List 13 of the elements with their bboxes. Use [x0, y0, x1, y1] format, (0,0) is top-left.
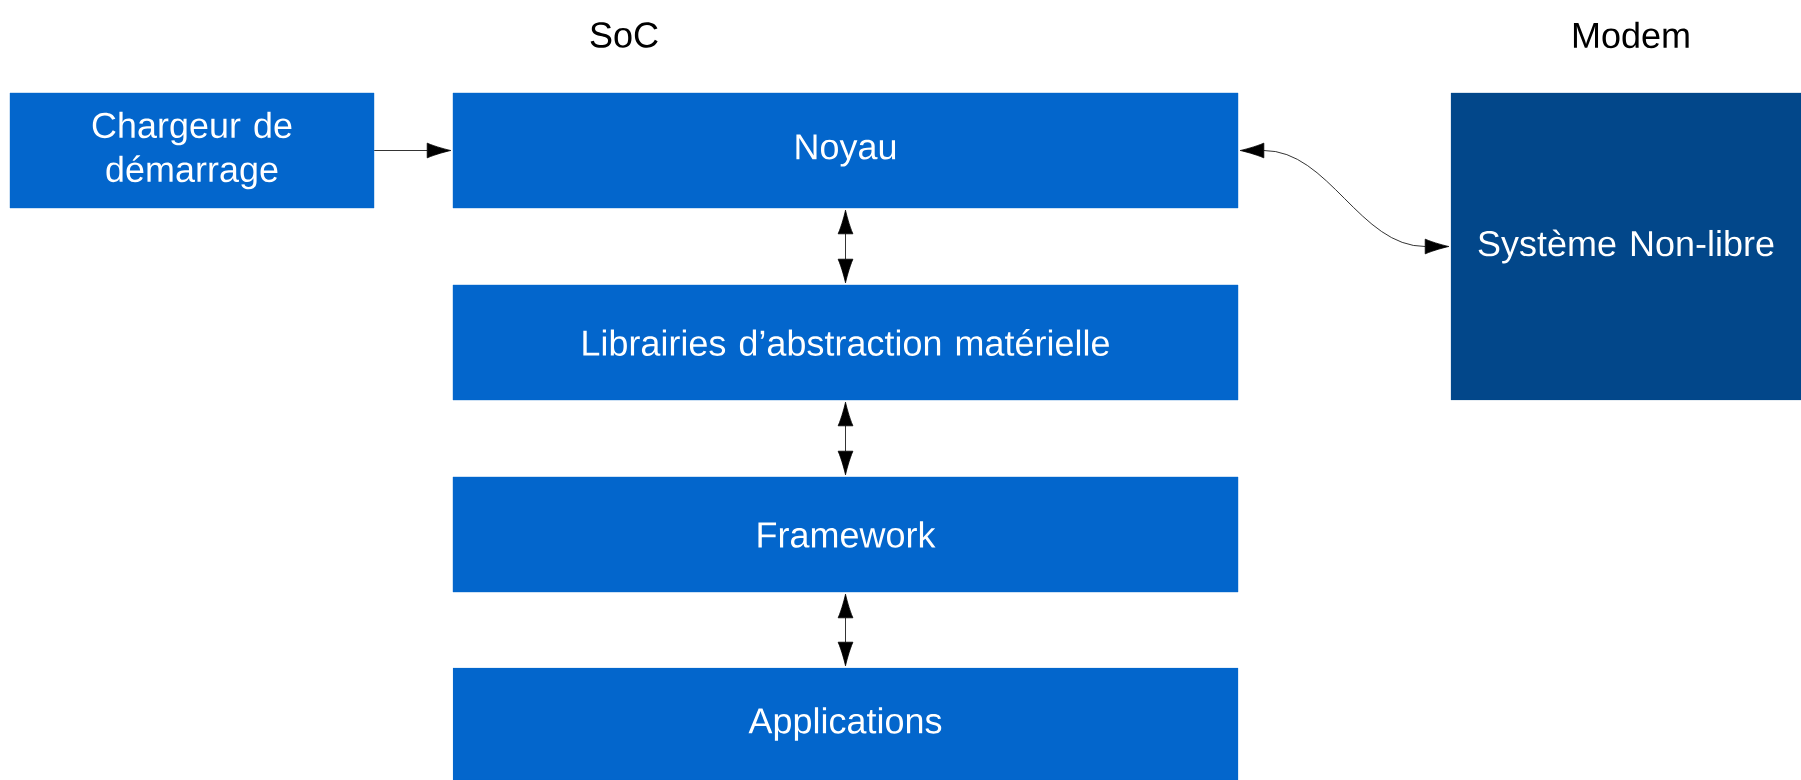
group-label: Modem: [1573, 21, 1689, 49]
arrow: [837, 593, 854, 667]
group-label: SoC: [590, 22, 658, 48]
module-box: Noyau: [452, 92, 1239, 209]
module-box: Framework: [452, 476, 1239, 593]
module-box: Librairies d’abstraction matérielle: [452, 284, 1239, 401]
module-box: Chargeur de démarrage: [9, 92, 375, 209]
arrow: [837, 209, 854, 284]
module-box: Système Non-libre: [1450, 92, 1801, 401]
arrow: [837, 401, 854, 476]
arrow: [373, 142, 452, 159]
arrow: [1239, 142, 1450, 255]
module-box: Applications: [452, 667, 1239, 780]
